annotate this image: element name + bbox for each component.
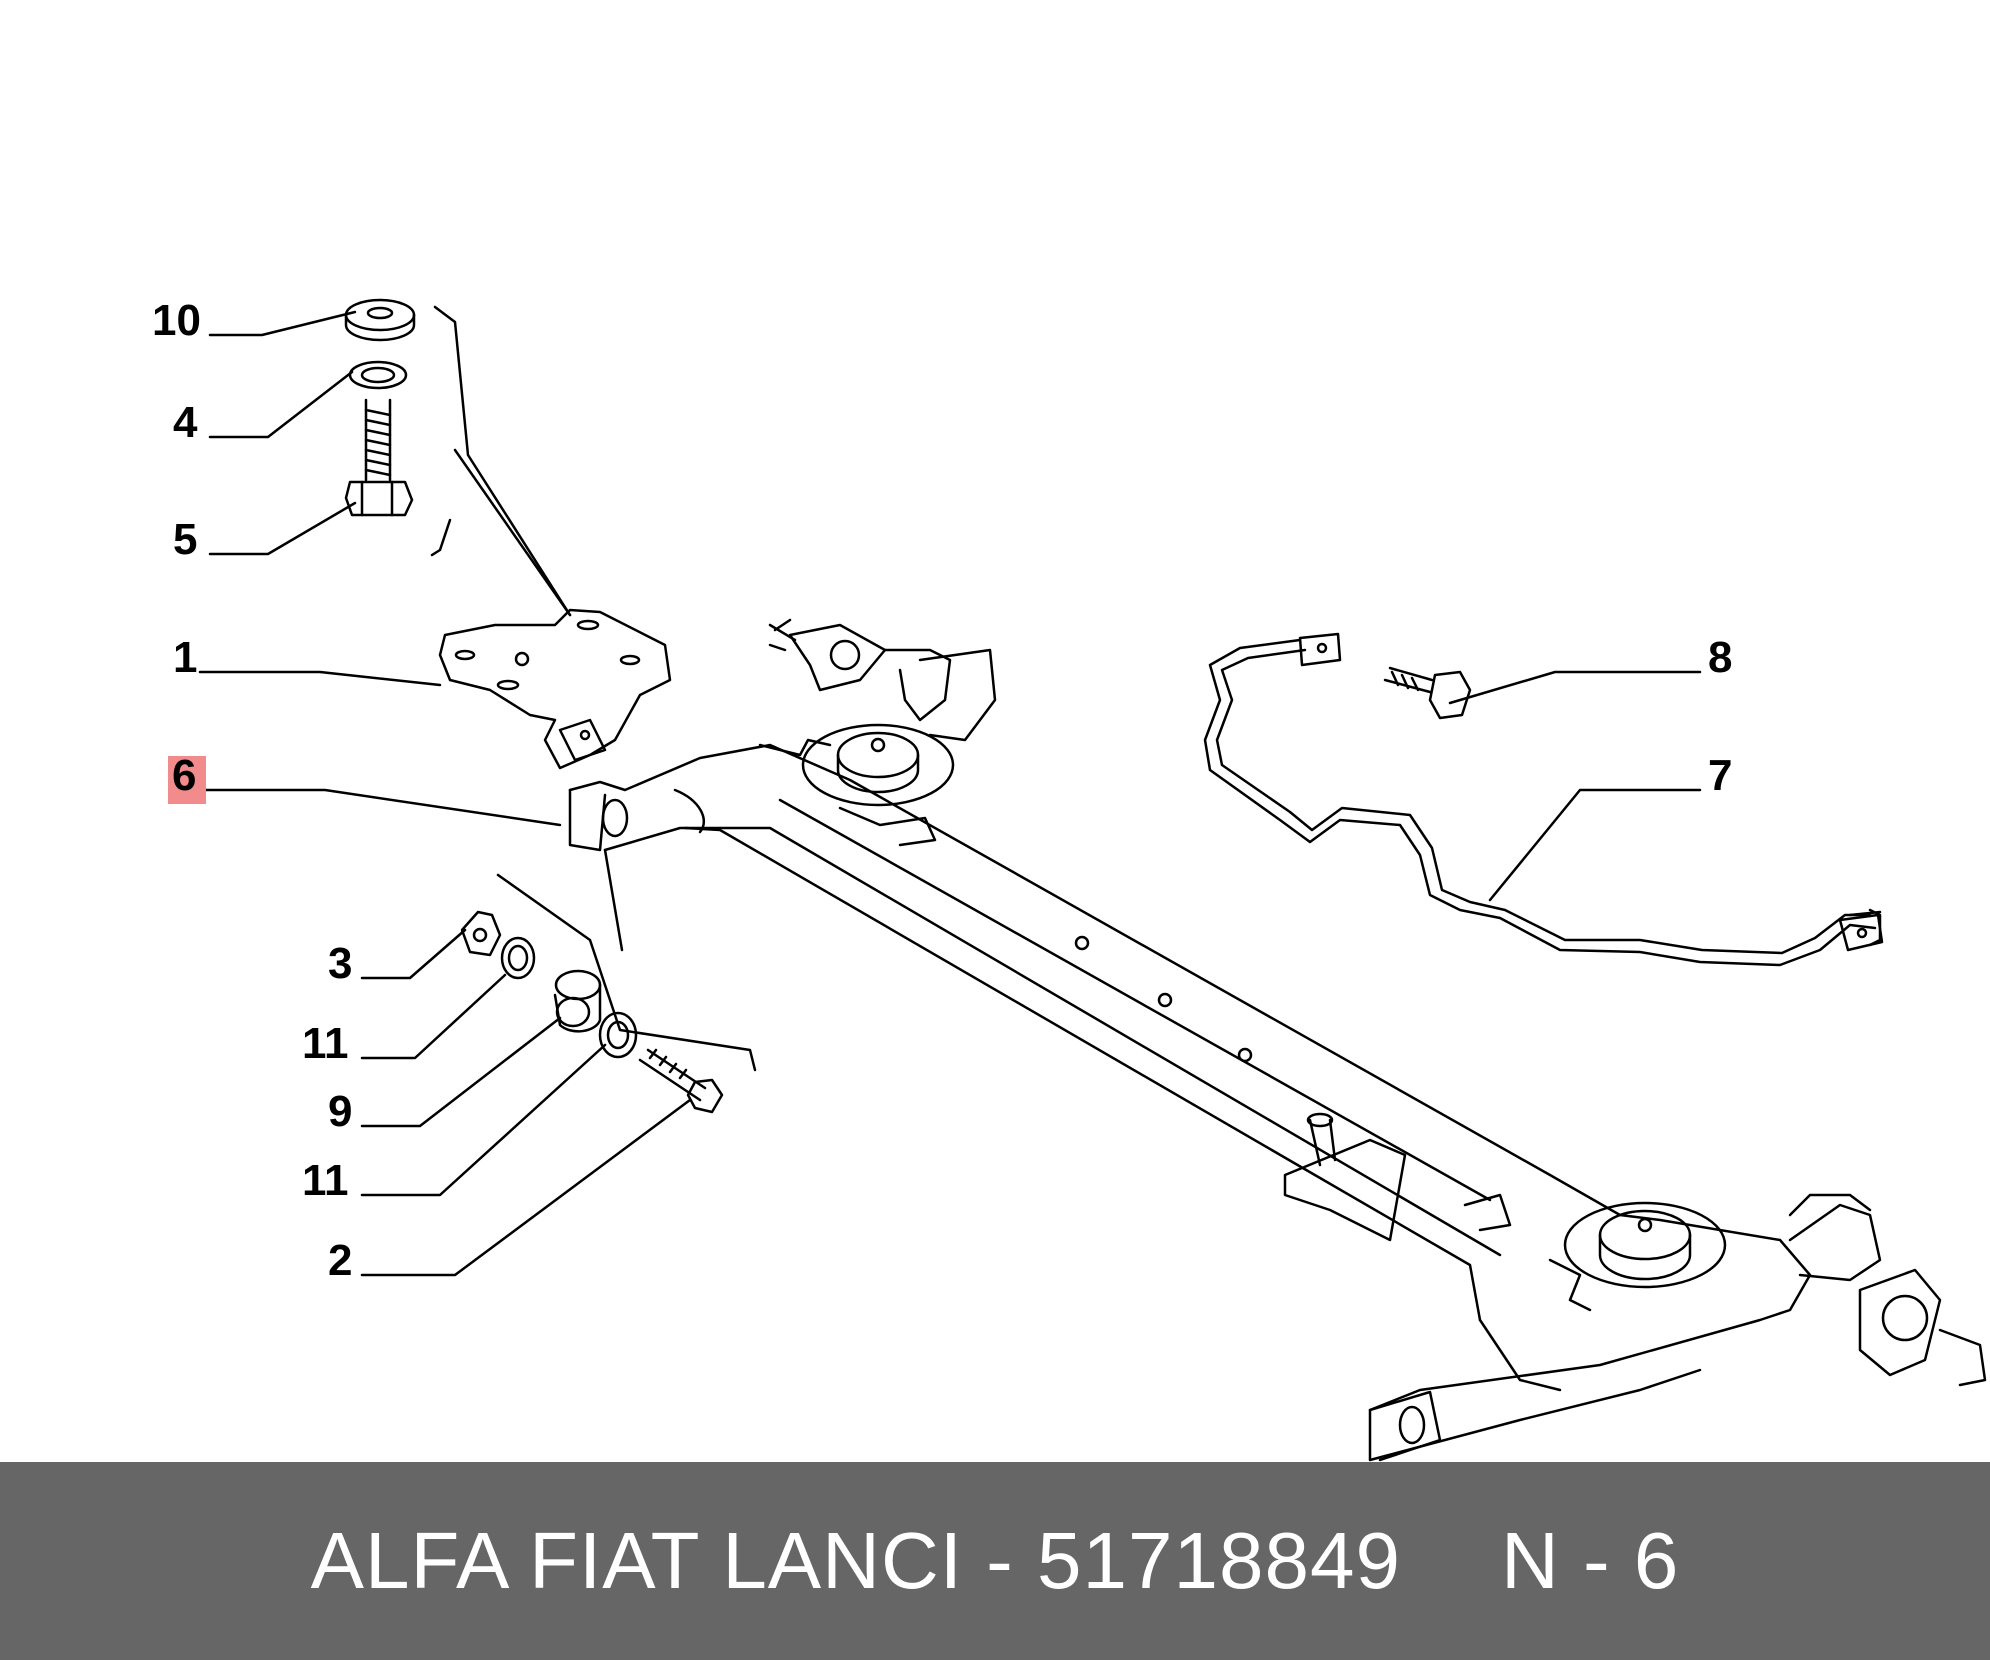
callout-1: 1: [173, 633, 197, 682]
right-hub: [1788, 1193, 1987, 1387]
callout-6: 6: [172, 751, 196, 800]
left-spring-seat: [758, 723, 955, 847]
bolt-5: [344, 398, 414, 517]
bolt-8: [1383, 666, 1472, 720]
callout-5: 5: [173, 515, 197, 564]
right-spring-seat: [1548, 1201, 1727, 1312]
callout-highlight: [168, 756, 206, 804]
left-hub: [768, 618, 997, 742]
callout-10: 10: [152, 296, 201, 345]
callout-3: 3: [328, 939, 352, 988]
bolt-2: [638, 1048, 724, 1114]
bushing-9: [553, 969, 602, 1033]
callout-8: 8: [1708, 633, 1732, 682]
callout-labels: 10 4 5 1 6 3 11 9 11 2 8 7: [152, 296, 1732, 1285]
center-bracket: [1283, 1112, 1512, 1242]
washer-4: [348, 360, 408, 390]
leader-lines: [198, 305, 1702, 1277]
callout-11-b: 11: [302, 1156, 349, 1205]
nut-3: [460, 910, 502, 957]
washer-10: [344, 298, 416, 342]
callout-9: 9: [328, 1087, 352, 1136]
part-number-footer: ALFA FIAT LANCI - 51718849 N - 6: [0, 1462, 1990, 1660]
callout-2: 2: [328, 1236, 352, 1285]
callout-11-a: 11: [302, 1019, 349, 1068]
washer-11-b: [598, 1011, 638, 1059]
washer-11-a: [500, 936, 536, 980]
parts-diagram: 10 4 5 1 6 3 11 9 11 2 8 7: [152, 296, 1987, 1462]
reference-text: N - 6: [1500, 1516, 1680, 1605]
callout-4: 4: [173, 398, 198, 447]
rear-axle-beam: [568, 743, 1812, 1462]
callout-7: 7: [1708, 751, 1732, 800]
stabilizer-bar-7: [1203, 632, 1884, 967]
bracket-1: [438, 608, 672, 770]
part-number-text: ALFA FIAT LANCI - 51718849: [310, 1516, 1401, 1605]
